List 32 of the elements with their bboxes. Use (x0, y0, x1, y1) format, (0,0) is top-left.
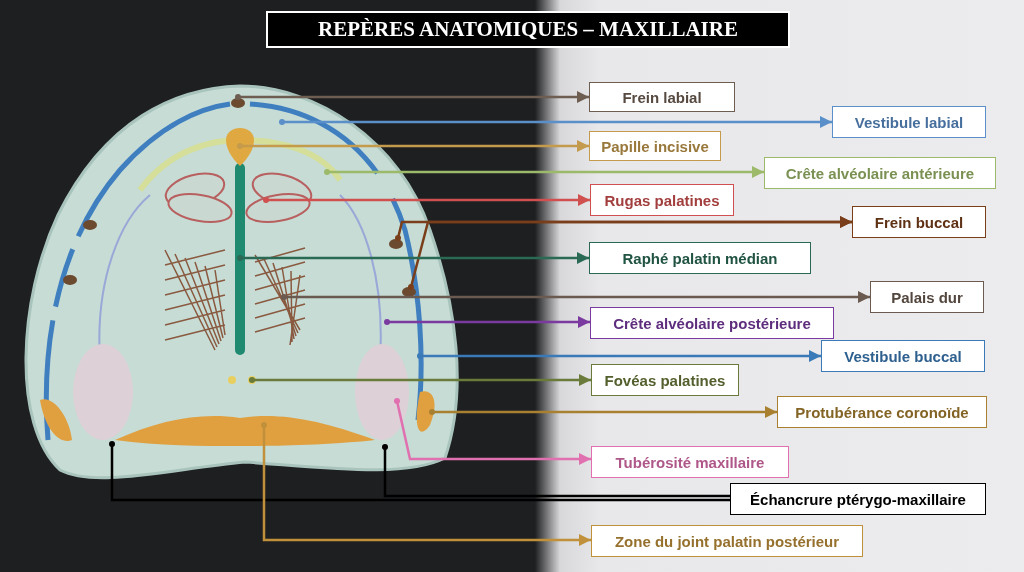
anatomy-label: Papille incisive (589, 131, 721, 161)
leader-line (235, 90, 589, 104)
title-banner: REPÈRES ANATOMIQUES – MAXILLAIRE (266, 11, 790, 48)
leader-line (324, 165, 764, 179)
anatomy-label: Raphé palatin médian (589, 242, 811, 274)
leader-line (384, 315, 590, 329)
anatomy-label: Vestibule labial (832, 106, 986, 138)
anatomy-label: Crête alvéolaire postérieure (590, 307, 834, 339)
leader-line (408, 215, 852, 290)
leader-line (237, 139, 589, 153)
leader-line (279, 115, 832, 129)
leader-line (109, 441, 730, 502)
anatomy-label: Tubérosité maxillaire (591, 446, 789, 478)
leader-line (429, 405, 777, 419)
anatomy-label: Frein buccal (852, 206, 986, 238)
anatomy-label: Échancrure ptérygo-maxillaire (730, 483, 986, 515)
leader-line (263, 193, 590, 207)
leader-line (281, 290, 870, 304)
anatomy-label: Vestibule buccal (821, 340, 985, 372)
leader-line (249, 373, 591, 387)
leader-line (237, 251, 589, 265)
anatomy-label: Rugas palatines (590, 184, 734, 216)
leader-line (394, 398, 591, 466)
anatomy-label: Zone du joint palatin postérieur (591, 525, 863, 557)
anatomy-label: Crête alvéolaire antérieure (764, 157, 996, 189)
leader-line (382, 444, 730, 498)
anatomy-label: Fovéas palatines (591, 364, 739, 396)
anatomy-label: Frein labial (589, 82, 735, 112)
anatomy-label: Protubérance coronoïde (777, 396, 987, 428)
anatomy-label: Palais dur (870, 281, 984, 313)
leader-line (261, 422, 591, 547)
leader-line (417, 349, 821, 363)
